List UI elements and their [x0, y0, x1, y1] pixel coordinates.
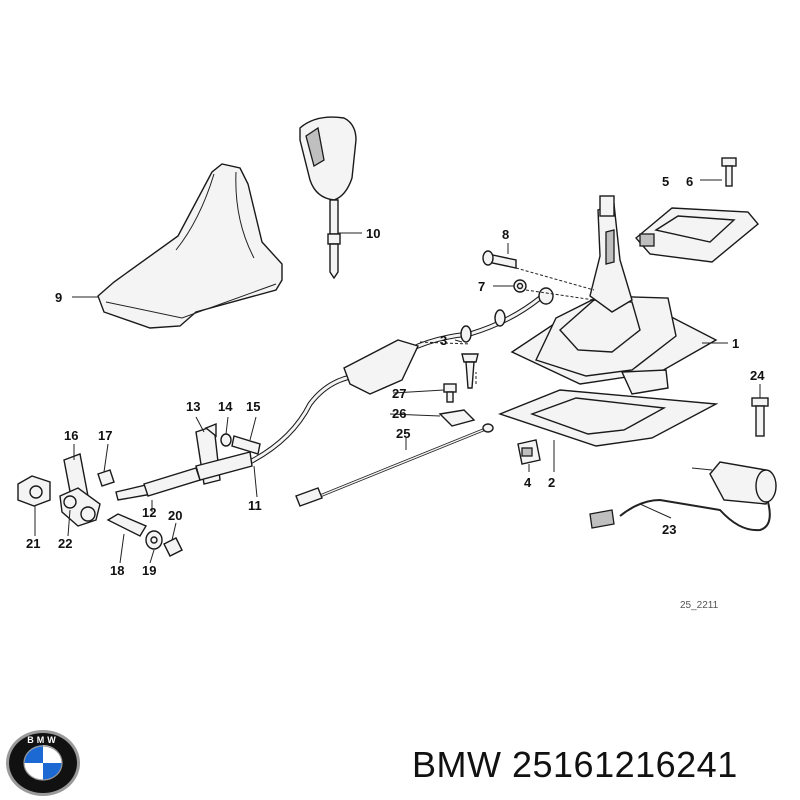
screw-24 — [751, 397, 769, 437]
part-number-caption: BMW 25161216241 — [412, 744, 738, 785]
screw-3 — [461, 353, 479, 389]
callout-24: 24 — [750, 368, 765, 383]
callout-14: 14 — [218, 399, 233, 414]
callout-12: 12 — [142, 505, 156, 520]
callout-13: 13 — [186, 399, 200, 414]
callout-4: 4 — [524, 475, 532, 490]
callout-1: 1 — [732, 336, 739, 351]
nut-21 — [17, 475, 51, 507]
diagram-ref-code: 25_2211 — [680, 600, 719, 611]
threaded-end-12 — [115, 451, 253, 501]
callout-9: 9 — [55, 290, 62, 305]
callout-11: 11 — [248, 498, 262, 513]
callout-2: 2 — [548, 475, 555, 490]
clip-26 — [438, 409, 476, 427]
lever-22 — [59, 487, 101, 527]
selector-cover — [635, 207, 759, 263]
bushing-4 — [517, 439, 541, 465]
callout-8: 8 — [502, 227, 509, 242]
callout-labels: 1 2 3 4 5 6 7 8 9 10 11 12 13 14 15 16 1… — [26, 174, 765, 611]
bolt-27 — [443, 383, 457, 403]
callout-3: 3 — [440, 333, 447, 348]
nut-20 — [163, 537, 183, 557]
bushing-14 — [220, 433, 232, 447]
leader-lines — [34, 179, 761, 564]
callout-16: 16 — [64, 428, 78, 443]
callout-25: 25 — [396, 426, 410, 441]
callout-5: 5 — [662, 174, 669, 189]
callout-18: 18 — [110, 563, 124, 578]
gear-knob — [299, 116, 357, 280]
screw-6 — [721, 157, 737, 187]
callout-27: 27 — [392, 386, 406, 401]
rod-25 — [295, 423, 494, 507]
solenoid-23 — [589, 461, 777, 532]
shifter-housing — [510, 195, 718, 395]
callout-22: 22 — [58, 536, 72, 551]
logo-letters: BMW — [27, 735, 59, 745]
callout-20: 20 — [168, 508, 182, 523]
gasket-2 — [497, 389, 719, 447]
callout-7: 7 — [478, 279, 485, 294]
callout-17: 17 — [98, 428, 112, 443]
gear-boot — [97, 163, 283, 329]
callout-10: 10 — [366, 226, 380, 241]
callout-19: 19 — [142, 563, 156, 578]
washer-7 — [513, 279, 527, 293]
bolt-8 — [482, 250, 517, 269]
callout-6: 6 — [686, 174, 693, 189]
callout-23: 23 — [662, 522, 676, 537]
nut-17 — [97, 469, 115, 487]
callout-26: 26 — [392, 406, 406, 421]
washer-19 — [145, 530, 163, 550]
callout-15: 15 — [246, 399, 260, 414]
pin-18 — [106, 513, 148, 537]
callout-21: 21 — [26, 536, 40, 551]
sleeve-15 — [231, 435, 261, 455]
bmw-roundel-icon: BMW — [6, 730, 80, 796]
